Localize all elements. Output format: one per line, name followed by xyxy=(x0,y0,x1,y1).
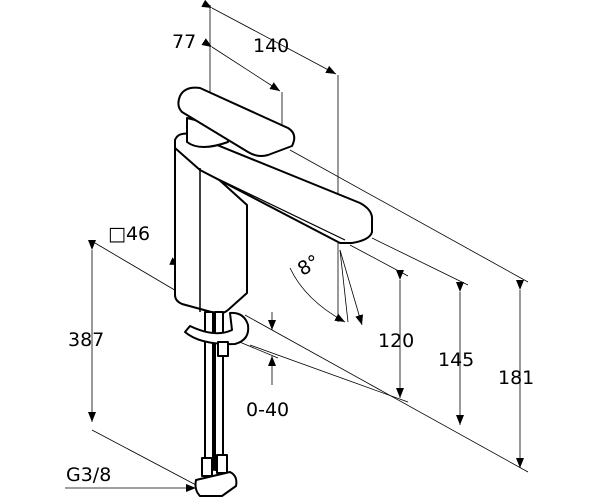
dim-label-181: 181 xyxy=(498,367,534,389)
dim-label-77: 77 xyxy=(172,31,196,53)
dim-label-145: 145 xyxy=(438,349,474,371)
dim-label-387: 387 xyxy=(68,329,104,351)
dim-label-46: □46 xyxy=(108,223,150,245)
mounting-set xyxy=(184,311,250,497)
dim-label-8deg: 8° xyxy=(294,251,324,281)
dim-label-g38: G3/8 xyxy=(66,464,111,486)
lever-handle xyxy=(177,86,296,157)
faucet-body xyxy=(174,86,374,315)
dimension-lines xyxy=(65,0,529,492)
dim-label-140: 140 xyxy=(253,35,289,57)
dim-label-120: 120 xyxy=(378,330,414,352)
dim-label-0-40: 0-40 xyxy=(246,399,289,421)
